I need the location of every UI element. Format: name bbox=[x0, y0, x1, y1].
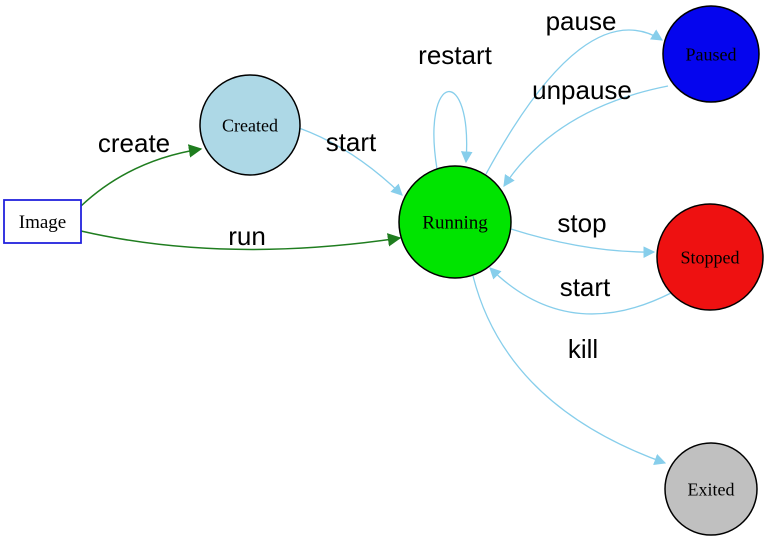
edge-labels-layer: create run start restart pause unpause stop sta… bbox=[98, 6, 632, 364]
edge-restart-label: restart bbox=[418, 40, 492, 70]
edge-create-label: create bbox=[98, 128, 170, 158]
stopped-label: Stopped bbox=[680, 247, 739, 267]
edge-start2-label: start bbox=[560, 272, 611, 302]
running-label: Running bbox=[422, 213, 488, 234]
stopped-shape bbox=[656, 203, 764, 311]
edge-run-path bbox=[80, 230, 402, 251]
node-running: Running bbox=[398, 165, 512, 279]
edge-unpause-path bbox=[503, 85, 669, 187]
edge-stop-label: stop bbox=[557, 208, 606, 238]
node-created: Created bbox=[199, 74, 301, 176]
edges-layer bbox=[80, 29, 672, 465]
paused-shape bbox=[662, 5, 760, 103]
node-paused: Paused bbox=[662, 5, 760, 103]
image-shape bbox=[3, 199, 82, 244]
created-shape bbox=[199, 74, 301, 176]
edge-pause-label: pause bbox=[546, 6, 617, 36]
node-image: Image bbox=[3, 199, 82, 244]
edge-restart-path bbox=[433, 90, 473, 170]
edge-create-path bbox=[80, 144, 203, 207]
image-label: Image bbox=[19, 212, 66, 233]
paused-label: Paused bbox=[686, 44, 737, 64]
edge-unpause-label: unpause bbox=[532, 75, 632, 105]
node-exited: Exited bbox=[664, 442, 758, 536]
edge-kill-label: kill bbox=[568, 334, 598, 364]
node-stopped: Stopped bbox=[656, 203, 764, 311]
edge-run-label: run bbox=[228, 221, 266, 251]
edge-pause-path bbox=[485, 29, 663, 175]
edge-kill-path bbox=[472, 275, 667, 465]
running-shape bbox=[398, 165, 512, 279]
exited-label: Exited bbox=[688, 479, 735, 499]
edge-start2-path bbox=[489, 267, 672, 315]
edge-start1-label: start bbox=[326, 127, 377, 157]
edge-start1-path bbox=[298, 127, 403, 196]
created-label: Created bbox=[222, 115, 278, 135]
edge-stop-path bbox=[510, 228, 656, 259]
exited-shape bbox=[664, 442, 758, 536]
